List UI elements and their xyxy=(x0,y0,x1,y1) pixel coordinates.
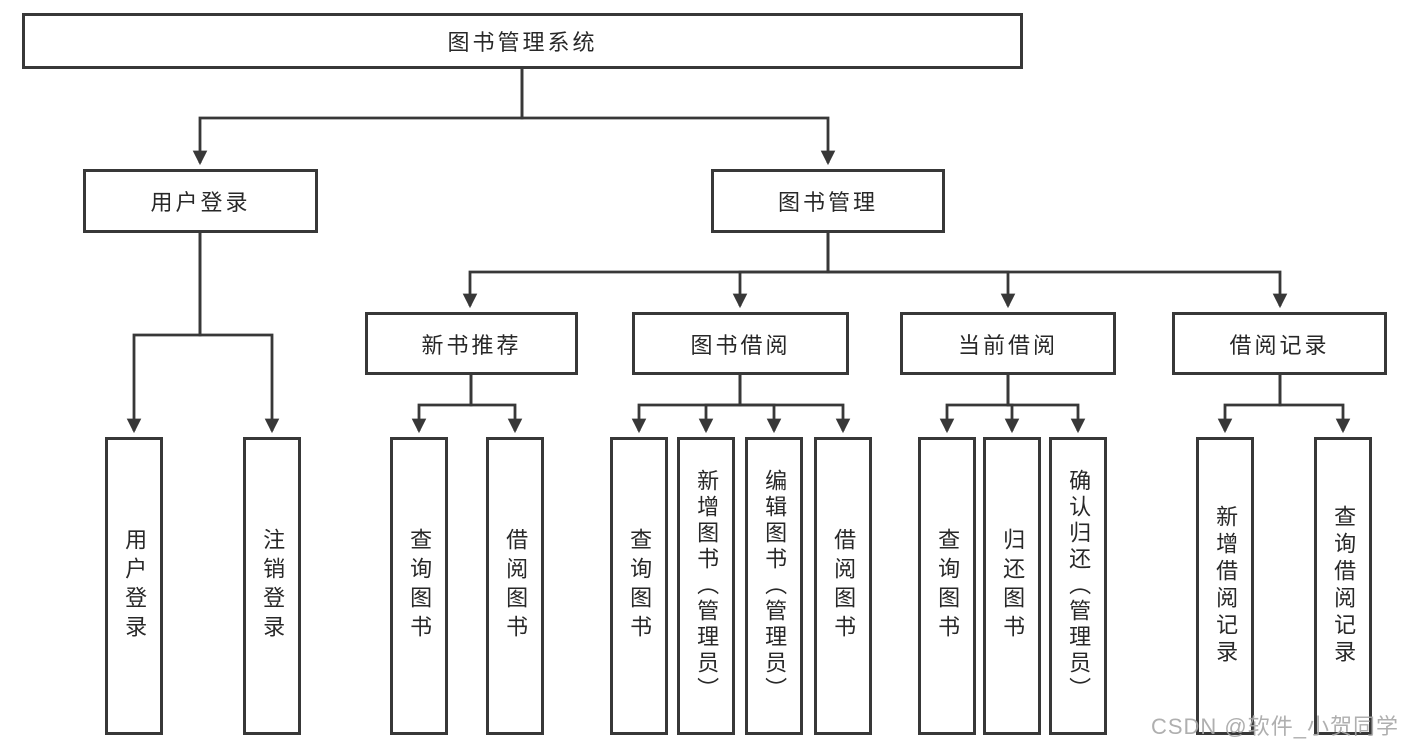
node-borrowing-records: 借阅记录 xyxy=(1172,312,1387,375)
connector-mgmt-current xyxy=(826,233,1016,309)
node-root: 图书管理系统 xyxy=(22,13,1023,69)
node-book-borrowing: 图书借阅 xyxy=(632,312,849,375)
leaf-query-books-current-label: 查询图书 xyxy=(935,528,961,644)
leaf-query-books-borrow: 查询图书 xyxy=(610,437,668,735)
connector-current-query xyxy=(939,375,1010,434)
node-borrowing-records-label: 借阅记录 xyxy=(1229,332,1330,358)
leaf-borrow-books-borrow: 借阅图书 xyxy=(814,437,872,735)
node-book-management: 图书管理 xyxy=(711,169,945,233)
leaf-edit-books-admin: 编辑图书（管理员） xyxy=(745,437,803,735)
connector-records-add xyxy=(1217,375,1282,434)
node-new-book-recommend-label: 新书推荐 xyxy=(421,332,522,358)
connector-borrowing-borrow xyxy=(738,375,851,434)
connector-mgmt-borrowing xyxy=(732,233,830,309)
leaf-add-borrow-record-label: 新增借阅记录 xyxy=(1213,505,1239,667)
leaf-query-books-recommend: 查询图书 xyxy=(390,437,448,735)
connector-login-leaf-logout xyxy=(198,233,280,434)
connector-borrowing-add xyxy=(698,375,742,434)
leaf-logout-label: 注销登录 xyxy=(260,528,286,644)
connector-mgmt-records xyxy=(826,233,1288,309)
connector-recommend-query xyxy=(411,375,473,434)
leaf-user-login: 用户登录 xyxy=(105,437,163,735)
leaf-query-borrow-record-label: 查询借阅记录 xyxy=(1331,505,1357,667)
connector-borrowing-edit xyxy=(738,375,782,434)
connector-current-confirm xyxy=(1006,375,1086,434)
leaf-logout: 注销登录 xyxy=(243,437,301,735)
leaf-edit-books-admin-label: 编辑图书（管理员） xyxy=(762,469,788,703)
leaf-user-login-label: 用户登录 xyxy=(122,528,148,644)
leaf-add-borrow-record: 新增借阅记录 xyxy=(1196,437,1254,735)
node-root-label: 图书管理系统 xyxy=(447,30,598,55)
leaf-confirm-return-admin-label: 确认归还（管理员） xyxy=(1066,469,1092,703)
connector-borrowing-query xyxy=(631,375,742,434)
leaf-confirm-return-admin: 确认归还（管理员） xyxy=(1049,437,1107,735)
connector-login-leaf-login xyxy=(126,233,202,434)
leaf-add-books-admin: 新增图书（管理员） xyxy=(677,437,735,735)
leaf-add-books-admin-label: 新增图书（管理员） xyxy=(694,469,720,703)
node-current-borrowing: 当前借阅 xyxy=(900,312,1116,375)
connector-mgmt-new-book xyxy=(462,233,830,309)
node-current-borrowing-label: 当前借阅 xyxy=(957,332,1058,358)
leaf-query-borrow-record: 查询借阅记录 xyxy=(1314,437,1372,735)
connector-recommend-borrow xyxy=(469,375,523,434)
node-book-borrowing-label: 图书借阅 xyxy=(690,332,791,358)
leaf-query-books-recommend-label: 查询图书 xyxy=(407,528,433,644)
connector-root-book-management xyxy=(520,69,836,166)
leaf-borrow-books-recommend-label: 借阅图书 xyxy=(503,528,529,644)
node-user-login: 用户登录 xyxy=(83,169,318,233)
leaf-borrow-books-recommend: 借阅图书 xyxy=(486,437,544,735)
leaf-borrow-books-borrow-label: 借阅图书 xyxy=(831,528,857,644)
connector-records-query xyxy=(1278,375,1351,434)
leaf-query-books-borrow-label: 查询图书 xyxy=(627,528,653,644)
connector-root-user-login xyxy=(192,69,524,166)
node-book-management-label: 图书管理 xyxy=(777,190,878,215)
csdn-watermark: CSDN @软件_小贺同学 xyxy=(1150,714,1399,739)
leaf-return-books-label: 归还图书 xyxy=(1000,528,1026,644)
leaf-query-books-current: 查询图书 xyxy=(918,437,976,735)
node-new-book-recommend: 新书推荐 xyxy=(365,312,578,375)
leaf-return-books: 归还图书 xyxy=(983,437,1041,735)
node-user-login-label: 用户登录 xyxy=(150,190,251,215)
